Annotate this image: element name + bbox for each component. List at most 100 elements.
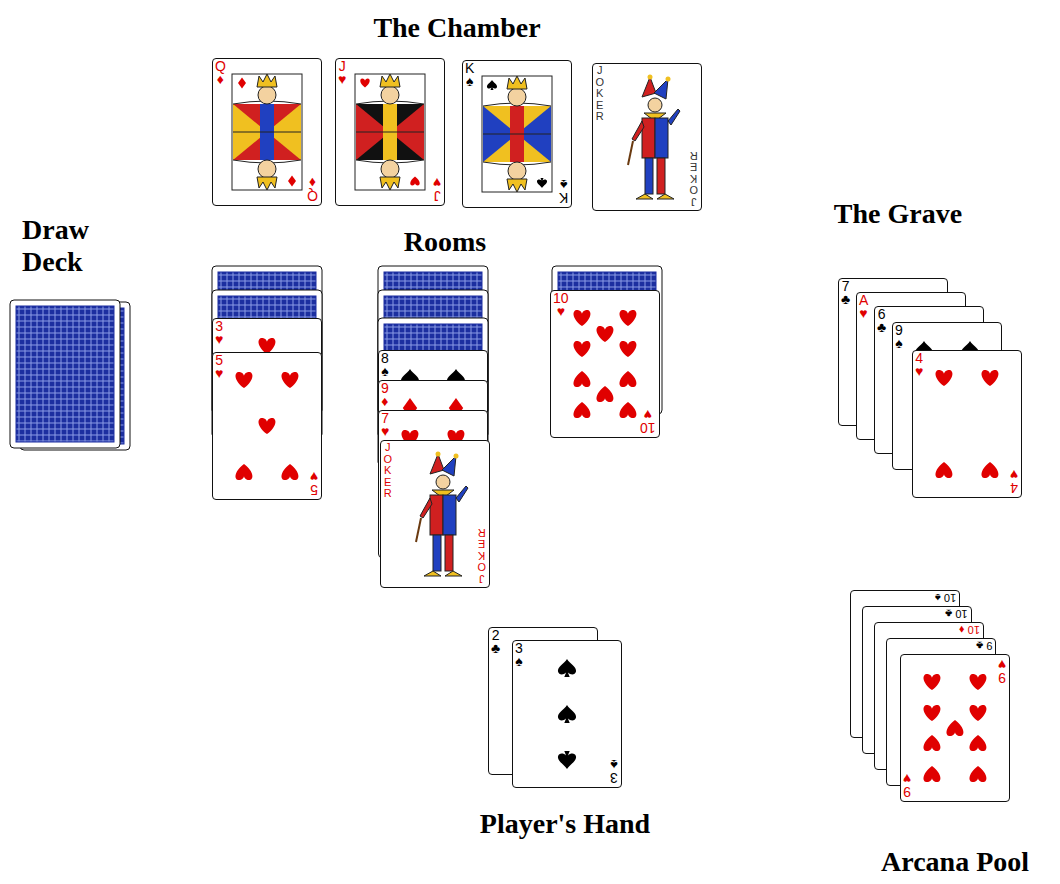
card-art	[597, 386, 614, 402]
card-art	[483, 106, 551, 134]
card-art	[970, 735, 987, 751]
card-art	[260, 132, 274, 160]
card-art	[970, 674, 987, 690]
card-art	[645, 158, 653, 194]
card-art	[970, 735, 987, 751]
card-art	[487, 80, 497, 90]
card-index: 4 ♥	[915, 352, 923, 379]
card-art	[654, 79, 668, 99]
card-art	[510, 106, 524, 134]
card-index: 9 ♣	[976, 640, 992, 651]
area-heading: Rooms	[404, 226, 486, 258]
playing-card: JOKERJOKER	[380, 440, 490, 588]
card-art	[636, 194, 653, 199]
card-art	[924, 705, 941, 721]
card-art	[597, 326, 614, 342]
card-art	[445, 535, 453, 571]
card-index: K ♠	[559, 177, 568, 204]
card-index: JOKER	[689, 149, 698, 207]
card-art	[445, 571, 462, 576]
card-art	[356, 132, 424, 133]
card-index: J ♥	[338, 60, 346, 87]
card-art	[233, 74, 301, 132]
card-art	[632, 121, 644, 141]
playing-card: 9 ♥9 ♥	[900, 654, 1010, 802]
card-index: 8 ♠	[381, 352, 389, 379]
card-art	[924, 735, 941, 751]
card-art	[443, 495, 456, 535]
card-art	[380, 177, 400, 190]
card-art	[982, 462, 999, 478]
card-art	[620, 341, 637, 357]
card-art	[642, 77, 656, 97]
card-art	[355, 74, 425, 190]
card-art	[257, 177, 277, 190]
card-art	[380, 74, 400, 87]
card-index: 9 ♥	[903, 771, 911, 798]
card-art	[924, 766, 941, 782]
card-art	[258, 160, 276, 178]
card-index: 5 ♥	[310, 469, 318, 496]
card-index: 9 ♦	[381, 382, 389, 409]
card-index: JOKER	[477, 526, 486, 584]
card-art	[360, 79, 369, 88]
card-art	[288, 176, 296, 187]
card-art	[420, 498, 432, 518]
card-index: 10 ♦	[959, 624, 980, 635]
card-index: 5 ♥	[215, 354, 223, 381]
playing-card: 4 ♥ 4 ♥	[912, 350, 1022, 498]
card-art	[537, 178, 547, 188]
card-art	[233, 132, 301, 160]
card-back	[10, 300, 120, 448]
card-art	[381, 441, 489, 587]
card-art	[574, 310, 591, 326]
card-art	[970, 674, 987, 690]
card-art	[410, 177, 419, 186]
card-art	[463, 61, 571, 207]
area-heading: Arcana Pool	[881, 846, 1029, 878]
card-art	[510, 134, 524, 162]
card-back	[16, 306, 114, 442]
card-art	[558, 705, 576, 723]
card-art	[924, 705, 941, 721]
playing-card: K ♠ K ♠	[462, 60, 572, 208]
card-art	[356, 104, 424, 132]
card-art	[936, 462, 953, 478]
card-art	[233, 132, 301, 133]
card-art	[574, 341, 591, 357]
card-art	[924, 674, 987, 782]
card-art	[666, 77, 671, 82]
card-art	[356, 132, 424, 190]
card-index: 10 ♣	[945, 608, 968, 619]
card-art	[233, 104, 301, 132]
card-art	[233, 104, 301, 132]
card-art	[508, 162, 526, 180]
card-art	[936, 370, 953, 386]
card-art	[383, 104, 397, 132]
area-heading: The Grave	[834, 198, 962, 230]
card-art	[947, 720, 964, 736]
card-index: 10 ♥	[553, 292, 569, 319]
card-index: 4 ♥	[1010, 467, 1018, 494]
card-art	[574, 310, 637, 418]
card-art	[416, 518, 421, 542]
card-art	[482, 76, 552, 192]
card-index: Q ♦	[215, 60, 226, 87]
card-art	[483, 106, 551, 134]
card-art	[597, 386, 614, 402]
card-art	[356, 74, 424, 132]
card-art	[970, 766, 987, 782]
card-art	[487, 80, 497, 90]
card-art	[483, 76, 551, 134]
card-art	[924, 735, 941, 751]
card-index: K ♠	[465, 62, 474, 89]
playing-card: 5 ♥ 5 ♥	[212, 352, 322, 500]
card-art	[336, 59, 444, 205]
card-art	[924, 674, 941, 690]
card-art	[597, 326, 614, 342]
card-art	[483, 134, 551, 162]
card-art	[628, 141, 633, 165]
playing-card: Q ♦Q ♦	[212, 58, 322, 206]
card-index: 9 ♠	[895, 324, 903, 351]
